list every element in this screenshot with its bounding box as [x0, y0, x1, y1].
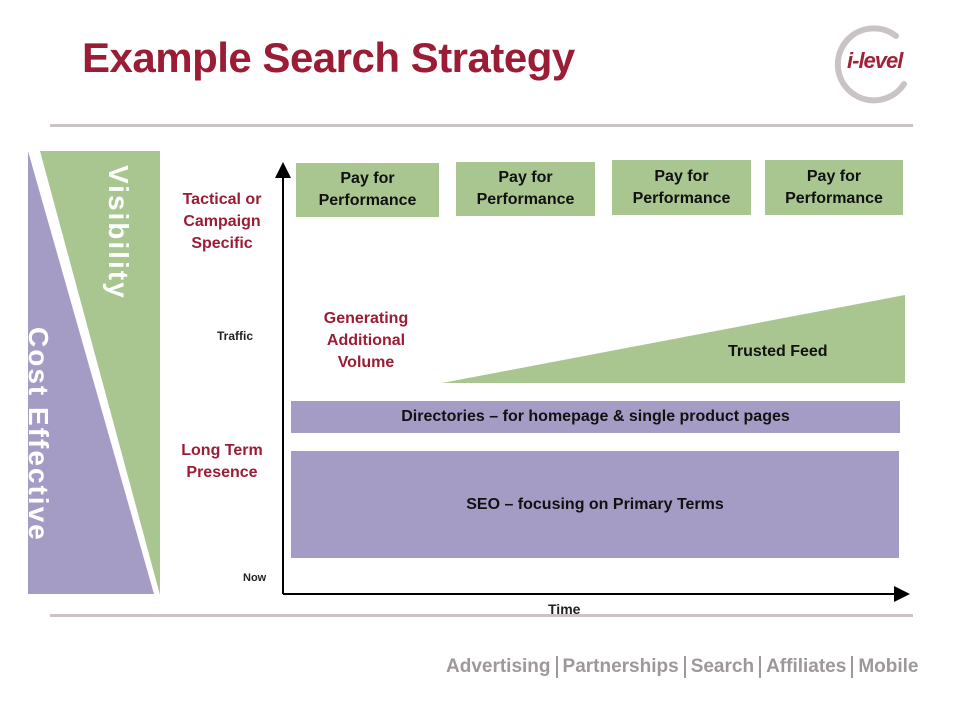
footer-item-advertising: Advertising — [446, 656, 551, 677]
top-divider — [50, 124, 913, 127]
visibility-label: Visibility — [103, 165, 134, 300]
footer-nav: Advertising Partnerships Search Affiliat… — [446, 656, 918, 678]
footer-item-partnerships: Partnerships — [562, 656, 679, 677]
pay-for-performance-box-4: Pay for Performance — [765, 160, 903, 215]
cost-effective-label: Cost Effective — [23, 327, 54, 542]
footer-separator — [555, 656, 558, 678]
bottom-divider — [50, 614, 913, 617]
page-title: Example Search Strategy — [82, 34, 575, 81]
footer-item-mobile: Mobile — [858, 656, 919, 677]
seo-block: SEO – focusing on Primary Terms — [291, 451, 899, 558]
i-level-logo — [834, 25, 907, 104]
long-term-label: Long Term Presence — [181, 442, 263, 481]
directories-bar: Directories – for homepage & single prod… — [291, 401, 900, 433]
traffic-label: Traffic — [217, 329, 254, 343]
footer-separator — [851, 656, 854, 678]
pay-for-performance-box-3: Pay for Performance — [612, 160, 751, 215]
footer-item-affiliates: Affiliates — [766, 656, 847, 677]
time-label: Time — [548, 601, 581, 617]
footer-separator — [759, 656, 762, 678]
footer-item-search: Search — [690, 656, 755, 677]
now-label: Now — [243, 572, 267, 584]
tactical-label: Tactical or Campaign Specific — [182, 191, 262, 252]
chart-axes — [275, 162, 910, 602]
footer-separator — [683, 656, 686, 678]
generating-volume-label: Generating Additional Volume — [323, 310, 409, 371]
pay-for-performance-box-2: Pay for Performance — [456, 162, 595, 216]
trusted-feed-label: Trusted Feed — [728, 343, 828, 360]
trusted-feed-wedge — [442, 295, 905, 383]
cost-effective-triangle — [28, 151, 154, 594]
pay-for-performance-box-1: Pay for Performance — [296, 163, 439, 217]
visibility-triangle — [40, 151, 160, 595]
logo-text: i-level — [847, 48, 903, 73]
sidebar-triangles — [28, 151, 160, 595]
